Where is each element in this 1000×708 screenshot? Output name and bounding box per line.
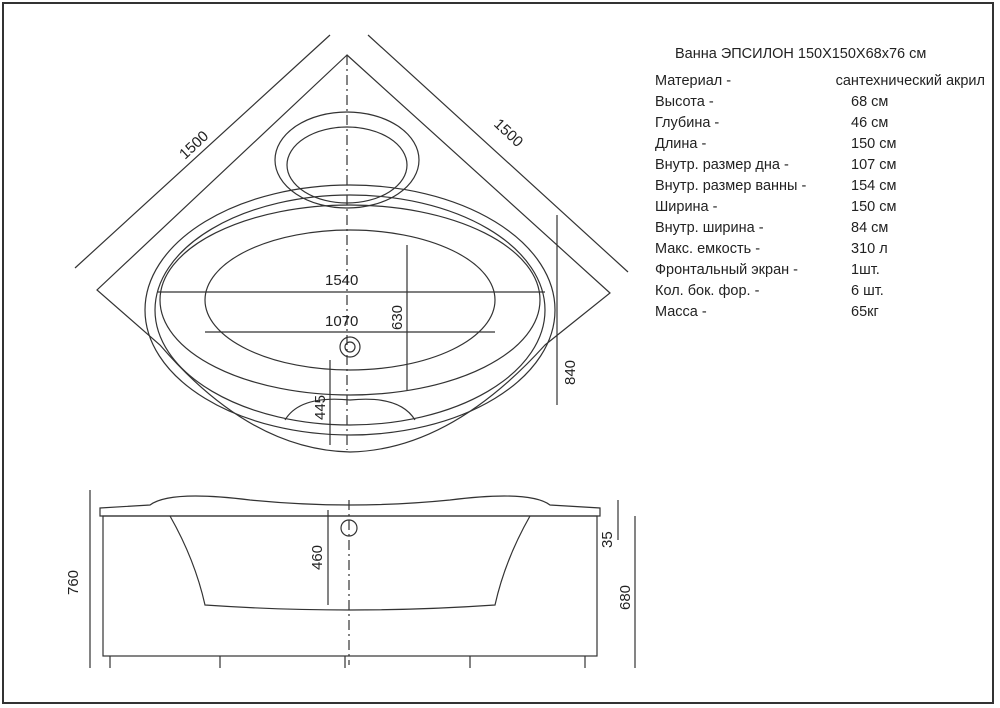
spec-label: Глубина - — [655, 115, 720, 131]
spec-value: 154 см — [851, 178, 897, 194]
spec-label: Фронтальный экран - — [655, 262, 799, 278]
tub-outline — [96, 54, 611, 453]
spec-row: Глубина - 46 см — [655, 113, 985, 134]
spec-row: Материал - сантехнический акрил — [655, 71, 985, 92]
spec-value: 107 см — [851, 157, 897, 173]
spec-label: Высота - — [655, 94, 714, 110]
spec-value: 6 шт. — [851, 283, 884, 299]
dim-760: 760 — [65, 570, 82, 595]
dim-445: 445 — [312, 395, 329, 420]
seat — [284, 398, 416, 421]
dim-1500-right: 1500 — [490, 115, 526, 150]
spec-row: Внутр. размер дна - 107 см — [655, 155, 985, 176]
drain — [339, 336, 361, 358]
spec-value: 46 см — [851, 115, 889, 131]
spec-value: 150 см — [851, 199, 897, 215]
basin-bottom — [204, 229, 496, 371]
spec-value: 1шт. — [851, 262, 880, 278]
top-view: 1500 1500 1540 1070 630 840 445 — [74, 34, 629, 453]
spec-value: 65кг — [851, 304, 879, 320]
spec-label: Длина - — [655, 136, 707, 152]
spec-value: 310 л — [851, 241, 888, 257]
spec-value: 68 см — [851, 94, 889, 110]
inner-rim — [154, 194, 546, 426]
headrest — [274, 111, 420, 209]
spec-label: Ширина - — [655, 199, 718, 215]
outer-rim — [144, 184, 556, 436]
spec-row: Фронтальный экран - 1шт. — [655, 260, 985, 281]
spec-row: Кол. бок. фор. - 6 шт. — [655, 281, 985, 302]
dim-1070: 1070 — [325, 313, 358, 330]
dim-line-left — [74, 34, 331, 269]
spec-row: Внутр. размер ванны - 154 см — [655, 176, 985, 197]
spec-label: Масса - — [655, 304, 707, 320]
spec-label: Кол. бок. фор. - — [655, 283, 760, 299]
spec-value: 150 см — [851, 136, 897, 152]
dim-1500-left: 1500 — [176, 128, 212, 163]
basin-outer — [159, 204, 541, 396]
drain-inner — [344, 341, 356, 353]
product-title: Ванна ЭПСИЛОН 150Х150Х68х76 см — [675, 46, 927, 62]
dim-680: 680 — [617, 585, 634, 610]
legs — [109, 656, 586, 668]
rim-profile — [99, 495, 601, 517]
dim-1540: 1540 — [325, 272, 358, 289]
side-view: 760 460 35 680 — [65, 490, 636, 668]
spec-value: 84 см — [851, 220, 889, 236]
spec-label: Внутр. ширина - — [655, 220, 764, 236]
spec-row: Макс. емкость - 310 л — [655, 239, 985, 260]
dim-460: 460 — [309, 545, 326, 570]
dim-line-right — [367, 34, 629, 273]
spec-label: Материал - — [655, 73, 732, 89]
spec-label: Внутр. размер ванны - — [655, 178, 807, 194]
dim-630: 630 — [389, 305, 406, 330]
spec-row: Ширина - 150 см — [655, 197, 985, 218]
spec-row: Длина - 150 см — [655, 134, 985, 155]
dim-35: 35 — [599, 531, 616, 548]
spec-row: Внутр. ширина - 84 см — [655, 218, 985, 239]
dim-840: 840 — [562, 360, 579, 385]
spec-row: Высота - 68 см — [655, 92, 985, 113]
spec-row: Масса - 65кг — [655, 302, 985, 323]
spec-label: Макс. емкость - — [655, 241, 761, 257]
panel — [102, 515, 598, 657]
tub-body — [169, 515, 531, 611]
spec-label: Внутр. размер дна - — [655, 157, 789, 173]
spec-table: Ванна ЭПСИЛОН 150Х150Х68х76 см Материал … — [655, 44, 985, 323]
spec-value: сантехнический акрил — [835, 73, 985, 89]
